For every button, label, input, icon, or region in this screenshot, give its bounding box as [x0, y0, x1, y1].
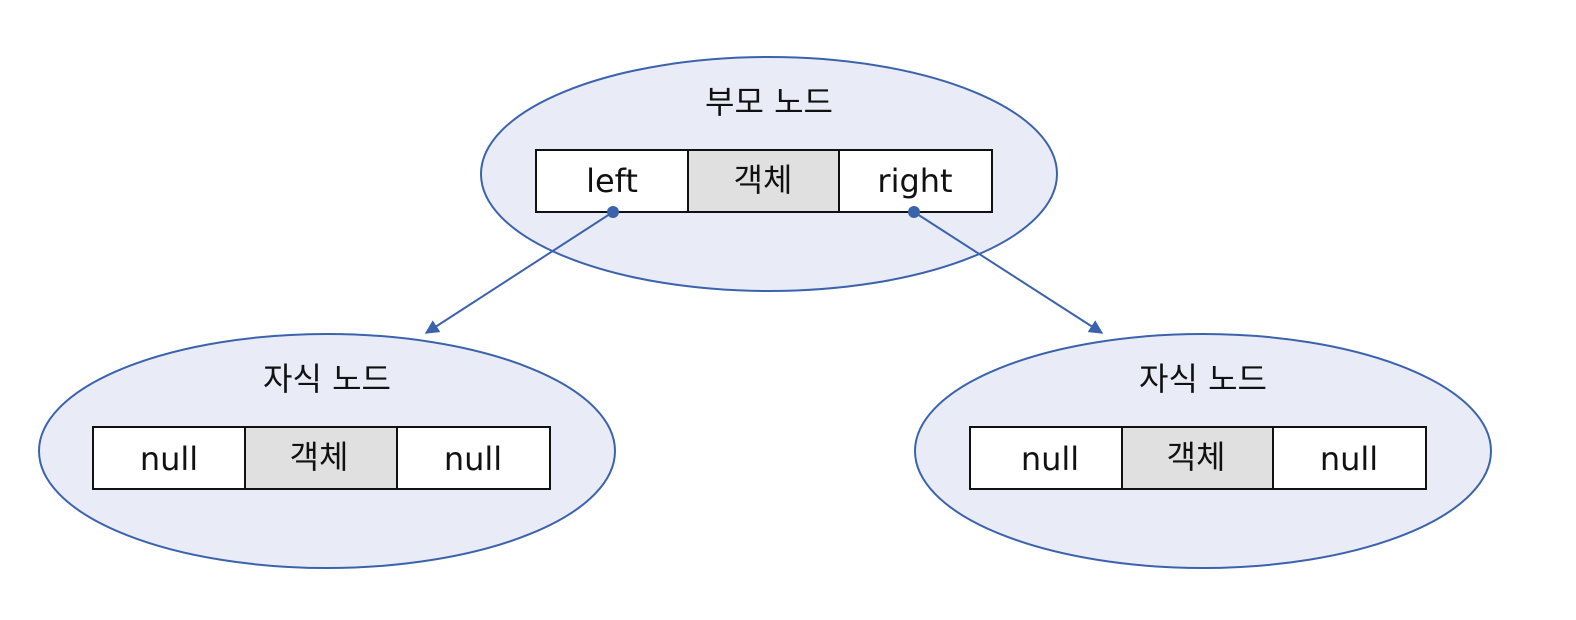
parent-right-cell	[838, 149, 993, 213]
parent-object-cell	[687, 149, 840, 213]
right-child-object-label: 객체	[1167, 438, 1226, 476]
parent-left-cell	[535, 149, 689, 213]
right-child-left-label: null	[1021, 440, 1079, 478]
right-pointer-arrow	[913, 211, 1104, 334]
parent-right-label: right	[877, 162, 952, 200]
parent-left-label: left	[586, 162, 638, 200]
right-child-right-label: null	[1320, 440, 1378, 478]
left-pointer-dot	[607, 206, 619, 218]
right-child-left-cell	[969, 426, 1123, 490]
pointer-arrows	[424, 206, 1104, 334]
left-child-object-cell	[244, 426, 398, 490]
left-child-node: 자식 노드 null 객체 null	[38, 333, 616, 569]
right-child-object-cell	[1121, 426, 1274, 490]
left-child-right-label: null	[444, 440, 502, 478]
right-child-right-cell	[1272, 426, 1427, 490]
right-pointer-dot	[908, 206, 920, 218]
parent-object-label: 객체	[734, 161, 793, 199]
left-child-right-cell	[396, 426, 551, 490]
right-child-node: 자식 노드 null 객체 null	[914, 333, 1492, 569]
parent-node: 부모 노드 left 객체 right	[480, 56, 1058, 292]
left-child-title: 자식 노드	[263, 360, 391, 398]
right-child-title: 자식 노드	[1139, 360, 1267, 398]
left-pointer-arrow	[424, 211, 614, 334]
left-child-left-label: null	[140, 440, 198, 478]
left-child-left-cell	[92, 426, 246, 490]
parent-node-title: 부모 노드	[705, 83, 833, 121]
left-child-object-label: 객체	[290, 438, 349, 476]
